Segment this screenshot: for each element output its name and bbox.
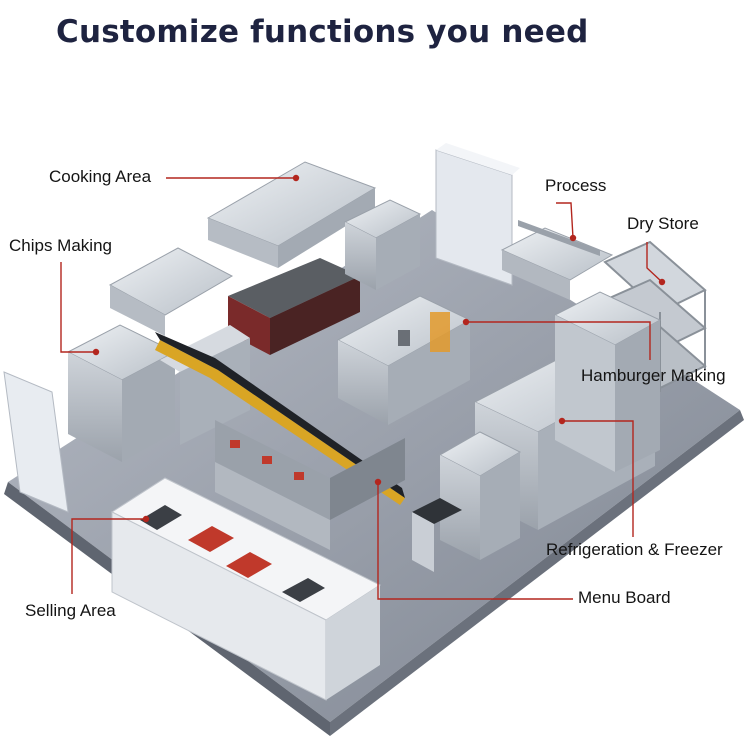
food-tray-1 [188, 526, 234, 552]
label-hamburger-making: Hamburger Making [581, 366, 726, 385]
label-process: Process [545, 176, 607, 195]
menu-board-strip [155, 340, 405, 505]
left-door [3, 371, 69, 513]
page-title: Customize functions you need [56, 14, 589, 50]
label-menu-board: Menu Board [578, 588, 671, 607]
label-cooking-area: Cooking Area [49, 167, 152, 186]
label-refrigeration-freezer: Refrigeration & Freezer [546, 540, 723, 559]
pos-terminal-2 [282, 578, 325, 602]
label-selling-area: Selling Area [25, 601, 116, 620]
food-tray-2 [226, 552, 272, 578]
cooking-line [228, 258, 360, 318]
chips-hood [108, 247, 234, 316]
label-dry-store: Dry Store [627, 214, 699, 233]
front-counter [215, 420, 330, 520]
back-door [435, 149, 513, 286]
pos-terminal-1 [140, 505, 182, 530]
label-chips-making: Chips Making [9, 236, 112, 255]
